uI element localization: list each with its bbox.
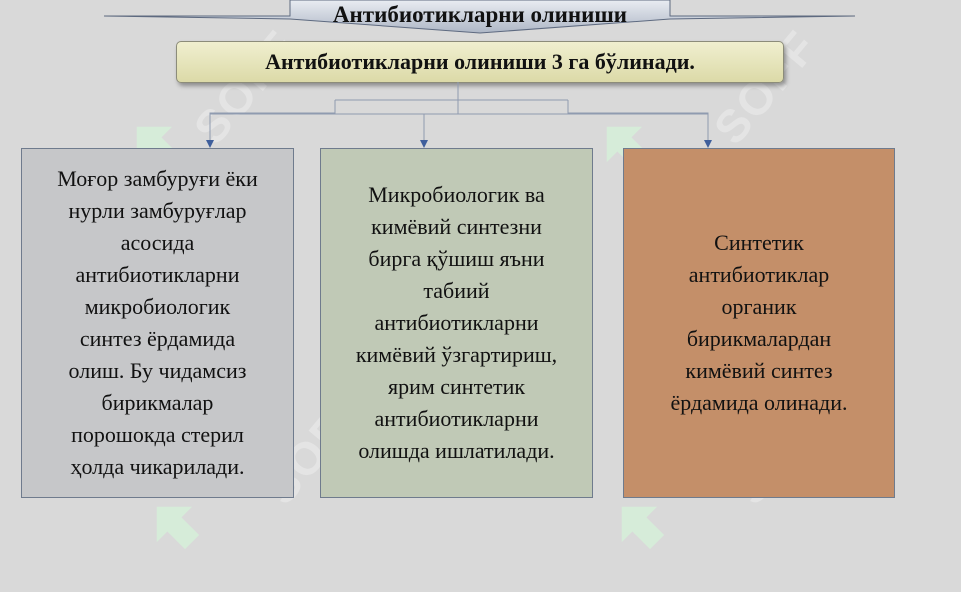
method-text: Синтетик антибиотиклар органик бирикмала…: [670, 230, 848, 415]
title-banner: [103, 0, 856, 34]
page-title: Антибиотикларни олиниши: [332, 2, 628, 27]
method-box-synthetic: Синтетик антибиотиклар органик бирикмала…: [623, 148, 895, 498]
method-text: Микробиологик ва кимёвий синтезни бирга …: [355, 182, 558, 463]
method-box-microbiological: Моғор замбуруғи ёки нурли замбуруғлар ас…: [21, 148, 294, 498]
subtitle-box: Антибиотикларни олиниши 3 га бўлинади.: [176, 41, 784, 83]
connector-lines: [206, 82, 712, 148]
method-box-semisynthetic: Микробиологик ва кимёвий синтезни бирга …: [320, 148, 593, 498]
method-text: Моғор замбуруғи ёки нурли замбуруғлар ас…: [57, 166, 258, 479]
